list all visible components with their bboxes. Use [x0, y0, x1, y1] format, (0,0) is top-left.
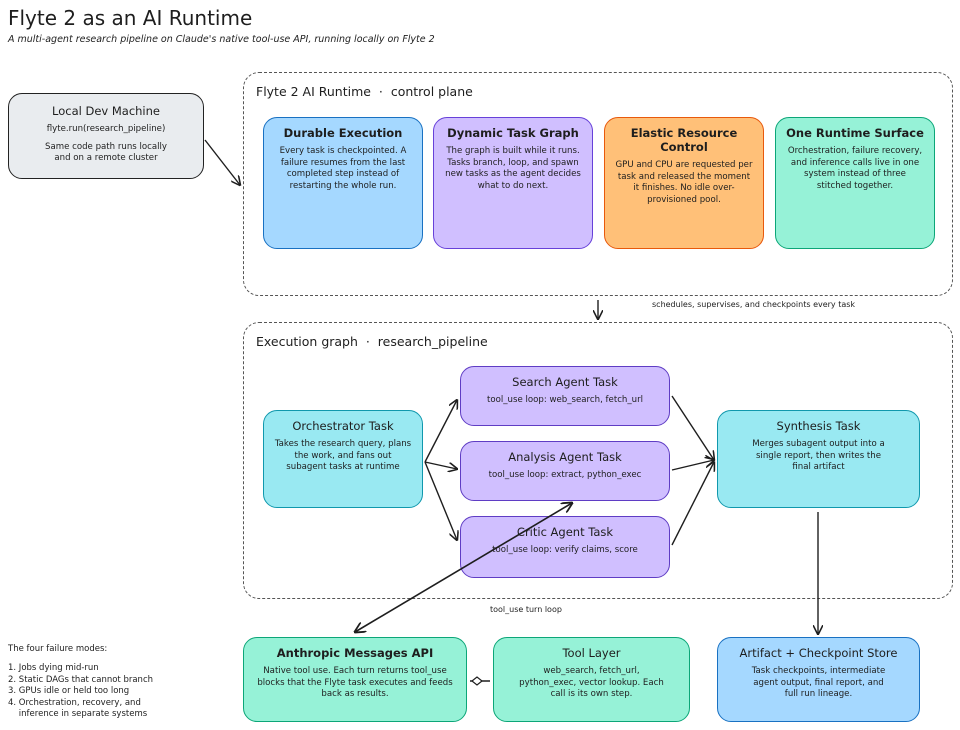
tool-body: web_search, fetch_url, python_exec, vect…	[519, 666, 664, 700]
orchestrator-body: Takes the research query, plans the work…	[274, 439, 412, 473]
legend-item: inference in separate systems	[8, 709, 148, 720]
page-subtitle: A multi-agent research pipeline on Claud…	[8, 34, 435, 45]
elastic-resource-control-card: Elastic Resource Control GPU and CPU are…	[604, 117, 764, 249]
store-title: Artifact + Checkpoint Store	[739, 646, 898, 660]
api-body: Native tool use. Each turn returns tool_…	[257, 666, 453, 700]
execution-graph-label: Execution graph · research_pipeline	[256, 334, 488, 349]
card-title: Elastic Resource Control	[630, 126, 738, 154]
tool-title: Tool Layer	[562, 646, 621, 660]
synthesis-task-box: Synthesis Task Merges subagent output in…	[717, 410, 920, 508]
api-title: Anthropic Messages API	[276, 646, 434, 660]
card-title: Durable Execution	[283, 126, 403, 140]
arrow-orch-to-critic	[424, 461, 457, 540]
page-title: Flyte 2 as an AI Runtime	[8, 6, 253, 30]
synthesis-title: Synthesis Task	[776, 419, 861, 433]
legend-item: 3. GPUs idle or held too long	[8, 686, 130, 697]
failure-modes-legend: The four failure modes: 1. Jobs dying mi…	[8, 644, 153, 721]
arrow-tool-use-loop	[355, 503, 572, 632]
arrow-api-tool-link	[470, 676, 490, 686]
tool-layer-box: Tool Layer web_search, fetch_url, python…	[493, 637, 690, 722]
arrow-orch-to-analysis	[424, 461, 457, 469]
agent-body: tool_use loop: web_search, fetch_url	[486, 395, 644, 405]
local-dev-title: Local Dev Machine	[52, 104, 160, 118]
anthropic-messages-api-box: Anthropic Messages API Native tool use. …	[243, 637, 467, 722]
control-plane-region	[243, 72, 953, 296]
card-title: Dynamic Task Graph	[447, 126, 579, 140]
store-body: Task checkpoints, intermediate agent out…	[751, 666, 886, 700]
execution-graph-region	[243, 322, 953, 599]
orchestrator-title: Orchestrator Task	[292, 419, 394, 433]
orchestrator-task-box: Orchestrator Task Takes the research que…	[263, 410, 423, 508]
analysis-agent-task-box: Analysis Agent Task tool_use loop: extra…	[460, 441, 670, 501]
arrow-critic-to-synthesis	[671, 462, 714, 546]
local-dev-body: Same code path runs locally and on a rem…	[45, 141, 167, 164]
agent-title: Analysis Agent Task	[508, 450, 622, 464]
arrow-orch-to-search	[424, 400, 457, 463]
legend-item: 4. Orchestration, recovery, and	[8, 697, 141, 708]
dynamic-task-graph-card: Dynamic Task Graph The graph is built wh…	[433, 117, 593, 249]
arrow-local-to-runtime	[204, 139, 240, 185]
search-agent-task-box: Search Agent Task tool_use loop: web_sea…	[460, 366, 670, 426]
agent-title: Search Agent Task	[512, 375, 618, 389]
arrow-search-to-synthesis	[671, 395, 714, 460]
artifact-checkpoint-store-box: Artifact + Checkpoint Store Task checkpo…	[717, 637, 920, 722]
agent-body: tool_use loop: extract, python_exec	[488, 470, 642, 480]
legend-item: 2. Static DAGs that cannot branch	[8, 674, 153, 685]
card-title: One Runtime Surface	[786, 126, 924, 140]
card-body: GPU and CPU are requested per task and r…	[615, 160, 753, 205]
card-body: Every task is checkpointed. A failure re…	[279, 146, 407, 191]
card-body: Orchestration, failure recovery, and inf…	[787, 146, 923, 191]
local-dev-code: flyte.run(research_pipeline)	[46, 124, 166, 134]
control-plane-label: Flyte 2 AI Runtime · control plane	[256, 84, 473, 99]
local-dev-machine-box: Local Dev Machine flyte.run(research_pip…	[8, 93, 204, 179]
schedule-note: schedules, supervises, and checkpoints e…	[652, 300, 856, 309]
legend-title: The four failure modes:	[8, 644, 108, 654]
arrow-analysis-to-synthesis	[671, 460, 714, 471]
card-body: The graph is built while it runs. Tasks …	[445, 146, 581, 191]
legend-item: 1. Jobs dying mid-run	[8, 663, 99, 674]
durable-execution-card: Durable Execution Every task is checkpoi…	[263, 117, 423, 249]
synthesis-body: Merges subagent output into a single rep…	[752, 439, 885, 473]
one-runtime-surface-card: One Runtime Surface Orchestration, failu…	[775, 117, 935, 249]
